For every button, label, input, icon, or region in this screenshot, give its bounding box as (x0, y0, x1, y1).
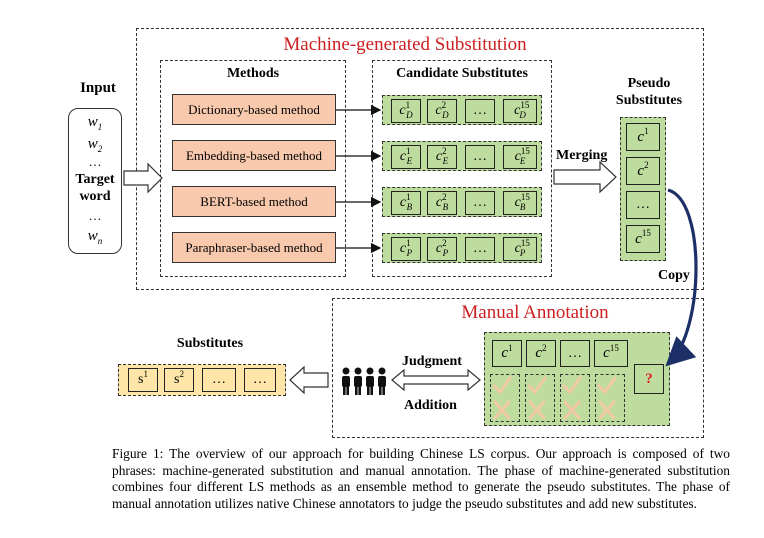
pseudo-header-line1: Pseudo (627, 76, 671, 91)
method-paraphraser: Paraphraser-based method (172, 232, 336, 263)
substitute-cell-ellipsis: … (202, 368, 236, 392)
check-icon (597, 376, 617, 395)
figure-caption: Figure 1: The overview of our approach f… (112, 446, 730, 511)
input-w2: w2 (87, 136, 103, 154)
question-mark: ? (645, 370, 653, 387)
judgment-addition-arrow (391, 368, 481, 392)
check-icon (527, 376, 547, 395)
input-arrow (123, 162, 163, 194)
addition-label: Addition (404, 398, 457, 413)
diagram-arrows (123, 104, 698, 395)
substitutes-header: Substitutes (176, 336, 244, 351)
check-icon (562, 376, 582, 395)
methods-region (160, 60, 346, 277)
judgment-marks (492, 376, 617, 420)
input-label: Input (80, 80, 116, 96)
candidate-cell-ellipsis: … (465, 145, 495, 169)
methods-header: Methods (226, 66, 280, 81)
candidates-header: Candidate Substitutes (396, 66, 528, 81)
pseudo-header-line2: Substitutes (615, 93, 683, 108)
substitute-cell-ellipsis: … (244, 368, 276, 392)
method-bert: BERT-based method (172, 186, 336, 217)
check-icon (492, 376, 512, 395)
judgment-label: Judgment (402, 354, 462, 369)
input-box (68, 108, 122, 254)
annotation-cell-ellipsis: … (560, 340, 590, 367)
judgment-column (525, 374, 555, 422)
copy-label: Copy (658, 268, 690, 283)
cross-icon (528, 400, 546, 420)
candidate-cell-ellipsis: … (465, 191, 495, 215)
judgment-column (560, 374, 590, 422)
merging-arrow (553, 160, 617, 194)
candidate-cell-ellipsis: … (465, 237, 495, 261)
annotators-icon (342, 367, 386, 395)
candidates-region (372, 60, 552, 277)
merging-label: Merging (556, 148, 608, 163)
input-target-line1: Target (75, 172, 115, 187)
candidate-cell-ellipsis: … (465, 99, 495, 123)
cross-icon (493, 400, 511, 420)
pseudo-cell-ellipsis: … (626, 191, 660, 219)
copy-arrow (665, 188, 698, 367)
method-embedding: Embedding-based method (172, 140, 336, 171)
manual-annotation-title: Manual Annotation (461, 302, 609, 323)
output-arrow (289, 365, 329, 395)
input-wn: wn (87, 228, 103, 246)
new-substitute-box: ? (634, 364, 664, 394)
machine-generated-region (136, 28, 704, 290)
cross-icon (563, 400, 581, 420)
cross-icon (598, 400, 616, 420)
method-dictionary: Dictionary-based method (172, 94, 336, 125)
input-w1: w1 (87, 114, 103, 132)
input-dots-top: … (88, 154, 102, 169)
machine-generated-title: Machine-generated Substitution (283, 34, 527, 55)
manual-annotation-region (332, 298, 704, 438)
input-dots-bottom: … (88, 208, 102, 223)
input-target-line2: word (79, 189, 111, 204)
